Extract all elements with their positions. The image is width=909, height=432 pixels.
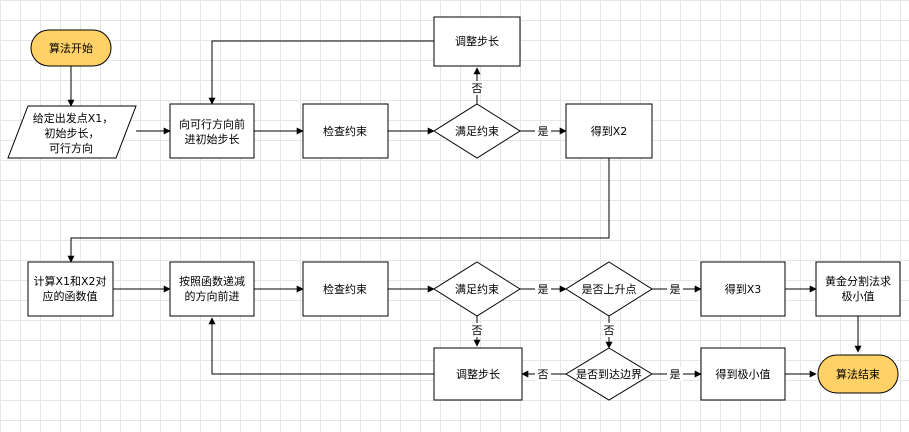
start-terminal-shape	[30, 29, 112, 67]
get-x2-label: 得到X2	[591, 125, 628, 138]
node-adjust2[interactable]: 调整步长	[433, 347, 523, 401]
end-terminal-shape	[817, 354, 899, 394]
decision1-label: 满足约束	[455, 125, 499, 138]
decision4-label: 是否到达边界	[576, 368, 642, 381]
node-decision4[interactable]: 是否到达边界	[565, 347, 653, 401]
node-start[interactable]: 算法开始	[30, 29, 112, 67]
edge-adjust1-advance1	[208, 40, 434, 105]
input-parallelogram-shape	[7, 105, 137, 159]
edge-adjust2-advance2	[208, 317, 434, 375]
node-end[interactable]: 算法结束	[817, 354, 899, 394]
get-min-label: 得到极小值	[716, 367, 771, 381]
node-adjust1[interactable]: 调整步长	[433, 16, 521, 67]
input-label-line1: 给定出发点X1，	[33, 111, 114, 125]
check1-box	[302, 103, 389, 159]
golden-label-line1: 黄金分割法求	[825, 274, 891, 288]
node-get-min[interactable]: 得到极小值	[700, 347, 786, 401]
get-x3-label: 得到X3	[725, 283, 762, 296]
edge-label-decision3-yes: 是	[670, 283, 681, 296]
adjust1-label: 调整步长	[455, 34, 499, 48]
edge-getx2-compute	[67, 158, 610, 263]
edge-label-decision1-no: 否	[472, 82, 483, 95]
node-get-x2[interactable]: 得到X2	[565, 103, 653, 159]
decision3-diamond	[565, 261, 653, 317]
decision1-diamond	[433, 103, 521, 159]
end-label: 算法结束	[836, 367, 880, 381]
get-x3-box	[700, 261, 786, 317]
advance1-box	[169, 103, 255, 159]
edge-label-decision2-yes: 是	[538, 283, 549, 296]
advance1-label-line1: 向可行方向前	[179, 117, 245, 131]
node-check2[interactable]: 检查约束	[302, 261, 389, 317]
golden-box	[815, 261, 901, 317]
compute-label-line1: 计算X1和X2对	[33, 274, 106, 288]
adjust2-box	[433, 347, 523, 401]
advance2-label-line2: 的方向前进	[185, 289, 240, 303]
advance2-box	[169, 261, 255, 317]
decision2-label: 满足约束	[455, 283, 499, 296]
check2-label: 检查约束	[323, 282, 367, 296]
node-decision2[interactable]: 满足约束	[433, 261, 521, 317]
input-label-line2: 初始步长，	[45, 126, 100, 140]
edge-label-decision1-yes: 是	[538, 125, 549, 138]
node-input[interactable]: 给定出发点X1， 初始步长， 可行方向	[7, 105, 137, 159]
start-label: 算法开始	[49, 41, 93, 55]
node-compute[interactable]: 计算X1和X2对 应的函数值	[27, 261, 114, 317]
compute-box	[27, 261, 114, 317]
input-label-line3: 可行方向	[49, 141, 93, 155]
node-advance1[interactable]: 向可行方向前 进初始步长	[169, 103, 255, 159]
edge-label-decision4-yes: 是	[670, 368, 681, 381]
edge-labels: 否 是 是 是 否 否 否 是	[469, 81, 683, 381]
decision4-diamond	[565, 347, 653, 401]
edge-label-decision3-no: 否	[604, 324, 615, 337]
decision3-label: 是否上升点	[582, 283, 637, 296]
golden-label-line2: 极小值	[842, 289, 875, 303]
get-min-box	[700, 347, 786, 401]
check2-box	[302, 261, 389, 317]
node-advance2[interactable]: 按照函数递减 的方向前进	[169, 261, 255, 317]
node-get-x3[interactable]: 得到X3	[700, 261, 786, 317]
decision2-diamond	[433, 261, 521, 317]
edge-label-decision4-no: 否	[538, 368, 549, 381]
advance1-label-line2: 进初始步长	[185, 132, 240, 146]
adjust2-label: 调整步长	[456, 367, 500, 381]
node-decision3[interactable]: 是否上升点	[565, 261, 653, 317]
check1-label: 检查约束	[323, 124, 367, 138]
get-x2-box	[565, 103, 653, 159]
node-golden[interactable]: 黄金分割法求 极小值	[815, 261, 901, 317]
node-decision1[interactable]: 满足约束	[433, 103, 521, 159]
compute-label-line2: 应的函数值	[43, 289, 98, 303]
edge-label-decision2-no: 否	[472, 324, 483, 337]
adjust1-box	[433, 16, 521, 67]
advance2-label-line1: 按照函数递减	[179, 274, 245, 288]
node-check1[interactable]: 检查约束	[302, 103, 389, 159]
edges	[67, 40, 862, 378]
